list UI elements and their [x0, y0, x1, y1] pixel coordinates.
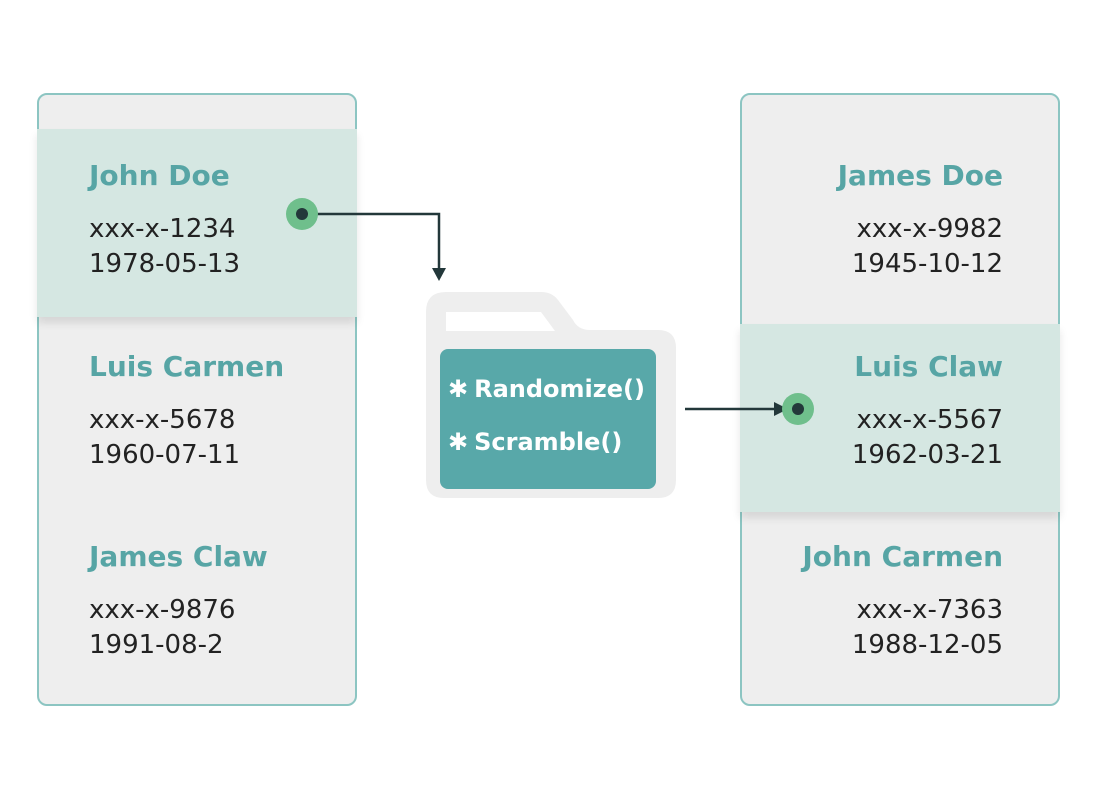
- asterisk-icon: ✱: [448, 375, 469, 403]
- arrow-head-icon: [774, 402, 788, 416]
- source-records-panel: John Doe xxx-x-1234 1978-05-13 Luis Carm…: [37, 93, 357, 706]
- method-label: Randomize(): [474, 375, 645, 403]
- anonymizer-box: ✱Randomize() ✱Scramble(): [440, 349, 656, 489]
- record-date: 1945-10-12: [851, 249, 1003, 279]
- record-id: xxx-x-9982: [856, 214, 1003, 244]
- record-name: James Claw: [89, 540, 268, 573]
- record-date: 1978-05-13: [89, 249, 241, 279]
- target-record: James Doe xxx-x-9982 1945-10-12: [838, 159, 1003, 282]
- asterisk-icon: ✱: [448, 428, 469, 456]
- record-date: 1991-08-2: [89, 630, 224, 660]
- source-record: John Doe xxx-x-1234 1978-05-13: [89, 159, 240, 282]
- source-record: James Claw xxx-x-9876 1991-08-2: [89, 540, 268, 663]
- record-name: Luis Carmen: [89, 350, 285, 383]
- method-randomize: ✱Randomize(): [448, 375, 645, 403]
- source-connector-dot-icon: [286, 198, 318, 230]
- input-arrow: [302, 212, 441, 269]
- record-name: Luis Claw: [854, 350, 1003, 383]
- record-name: James Doe: [837, 159, 1003, 192]
- record-date: 1960-07-11: [89, 440, 241, 470]
- record-id: xxx-x-9876: [89, 595, 236, 625]
- method-scramble: ✱Scramble(): [448, 428, 622, 456]
- arrow-head-icon: [432, 268, 446, 281]
- target-record: John Carmen xxx-x-7363 1988-12-05: [802, 540, 1003, 663]
- target-connector-dot-icon: [782, 393, 814, 425]
- method-label: Scramble(): [474, 428, 623, 456]
- target-record: Luis Claw xxx-x-5567 1962-03-21: [852, 350, 1003, 473]
- record-id: xxx-x-5567: [856, 405, 1003, 435]
- record-date: 1988-12-05: [851, 630, 1003, 660]
- source-record: Luis Carmen xxx-x-5678 1960-07-11: [89, 350, 284, 473]
- record-name: John Carmen: [802, 540, 1003, 573]
- record-id: xxx-x-7363: [856, 595, 1003, 625]
- record-name: John Doe: [89, 159, 230, 192]
- record-date: 1962-03-21: [851, 440, 1003, 470]
- record-id: xxx-x-1234: [89, 214, 236, 244]
- record-id: xxx-x-5678: [89, 405, 236, 435]
